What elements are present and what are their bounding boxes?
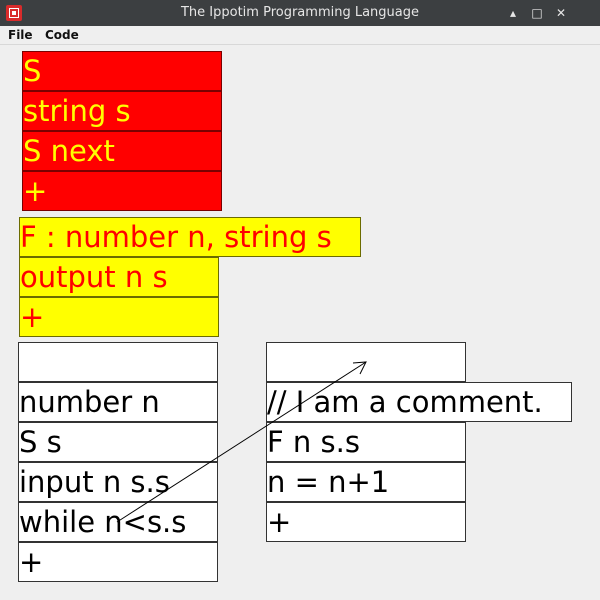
comment-row[interactable]: // I am a comment. bbox=[266, 382, 572, 422]
title-bar: The Ippotim Programming Language ▴ □ ✕ bbox=[0, 0, 600, 26]
struct-name-row[interactable]: S bbox=[22, 51, 222, 91]
main-header-row[interactable] bbox=[18, 342, 218, 382]
menu-bar: File Code bbox=[0, 26, 600, 45]
while-statement-row[interactable]: while n<s.s bbox=[18, 502, 218, 542]
maximize-button[interactable]: □ bbox=[531, 6, 543, 20]
statement-row[interactable]: F n s.s bbox=[266, 422, 466, 462]
struct-field-row[interactable]: S next bbox=[22, 131, 222, 171]
statement-row[interactable]: input n s.s bbox=[18, 462, 218, 502]
function-signature-row[interactable]: F : number n, string s bbox=[19, 217, 361, 257]
loop-add-row-button[interactable]: + bbox=[266, 502, 466, 542]
menu-code[interactable]: Code bbox=[45, 28, 79, 42]
statement-row[interactable]: number n bbox=[18, 382, 218, 422]
function-statement-row[interactable]: output n s bbox=[19, 257, 219, 297]
struct-add-row-button[interactable]: + bbox=[22, 171, 222, 211]
main-add-row-button[interactable]: + bbox=[18, 542, 218, 582]
minimize-button[interactable]: ▴ bbox=[509, 6, 517, 20]
struct-field-row[interactable]: string s bbox=[22, 91, 222, 131]
statement-row[interactable]: S s bbox=[18, 422, 218, 462]
close-button[interactable]: ✕ bbox=[555, 6, 567, 20]
function-add-row-button[interactable]: + bbox=[19, 297, 219, 337]
loop-header-row[interactable] bbox=[266, 342, 466, 382]
app-icon bbox=[6, 5, 22, 21]
menu-file[interactable]: File bbox=[8, 28, 33, 42]
statement-row[interactable]: n = n+1 bbox=[266, 462, 466, 502]
window-title: The Ippotim Programming Language bbox=[180, 5, 419, 20]
